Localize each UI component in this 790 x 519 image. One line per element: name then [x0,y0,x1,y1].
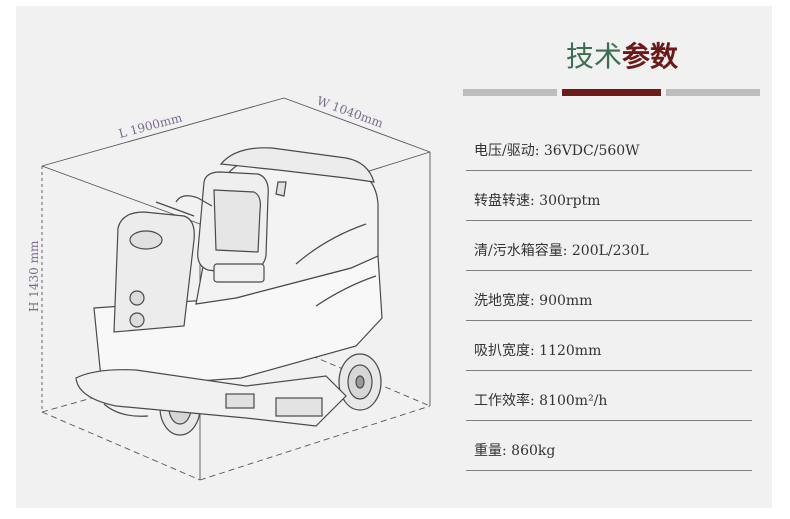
spec-text: 电压/驱动: 36VDC/560W [474,143,640,159]
spec-row-squeegee-width: 吸扒宽度: 1120mm [466,331,752,371]
spec-text: 洗地宽度: 900mm [474,293,593,309]
spec-text: 工作效率: 8100m²/h [474,393,608,409]
machine-dimension-illustration: L 1900mm W 1040mm H 1430 mm [27,94,431,481]
length-label: L 1900mm [117,110,184,141]
title-underline-left [463,89,557,96]
spec-row-scrub-width: 洗地宽度: 900mm [466,281,752,321]
title-part-2: 参数 [622,40,679,73]
title-underline-right [666,89,760,96]
spec-row-efficiency: 工作效率: 8100m²/h [466,381,752,421]
title-underline-center [562,89,661,96]
spec-row-weight: 重量: 860kg [466,431,752,471]
spec-row-disc-speed: 转盘转速: 300rptm [466,181,752,221]
spec-text: 转盘转速: 300rptm [474,193,601,209]
spec-text: 吸扒宽度: 1120mm [474,343,602,359]
title-part-1: 技术 [566,40,623,73]
height-label: H 1430 mm [27,240,41,312]
width-label: W 1040mm [315,94,386,131]
machine-wheels [75,353,382,436]
spec-text: 清/污水箱容量: 200L/230L [474,243,649,259]
scrubber-machine [93,147,383,389]
spec-row-voltage: 电压/驱动: 36VDC/560W [466,131,752,171]
spec-row-tank-capacity: 清/污水箱容量: 200L/230L [466,231,752,271]
section-title: 技术参数 [566,40,678,74]
spec-text: 重量: 860kg [474,443,556,459]
